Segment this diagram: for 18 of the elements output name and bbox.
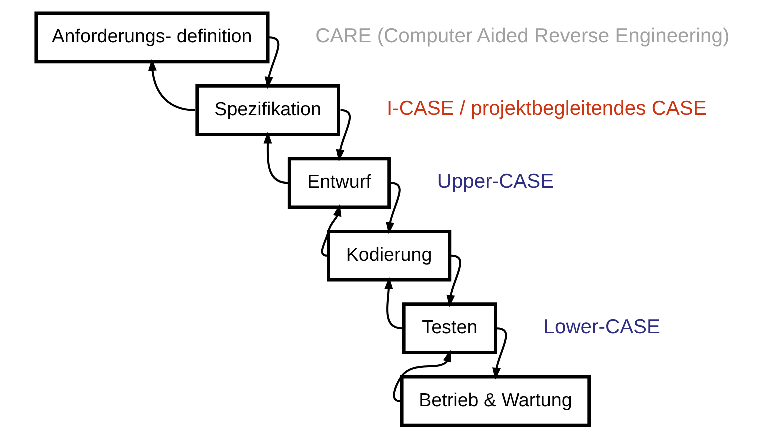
- arrow: [446, 254, 462, 308]
- node-box: Anforderungs- definition: [34, 12, 270, 64]
- label: Upper-CASE: [437, 170, 554, 193]
- node-box: Spezifikation: [196, 84, 340, 136]
- node-box: Kodierung: [327, 230, 452, 282]
- arrow: [492, 328, 508, 380]
- node-box: Betrieb & Wartung: [400, 375, 592, 428]
- arrow: [386, 182, 401, 235]
- arrow: [264, 36, 280, 90]
- arrow: [393, 350, 452, 402]
- arrow: [264, 132, 288, 184]
- node-box: Testen: [402, 302, 498, 355]
- label: CARE (Computer Aided Reverse Engineering): [316, 25, 730, 48]
- label: I-CASE / projektbegleitendes CASE: [387, 98, 707, 120]
- label: Lower-CASE: [544, 316, 660, 338]
- node-box: Entwurf: [288, 157, 391, 210]
- arrow: [148, 58, 196, 112]
- arrow: [336, 109, 351, 162]
